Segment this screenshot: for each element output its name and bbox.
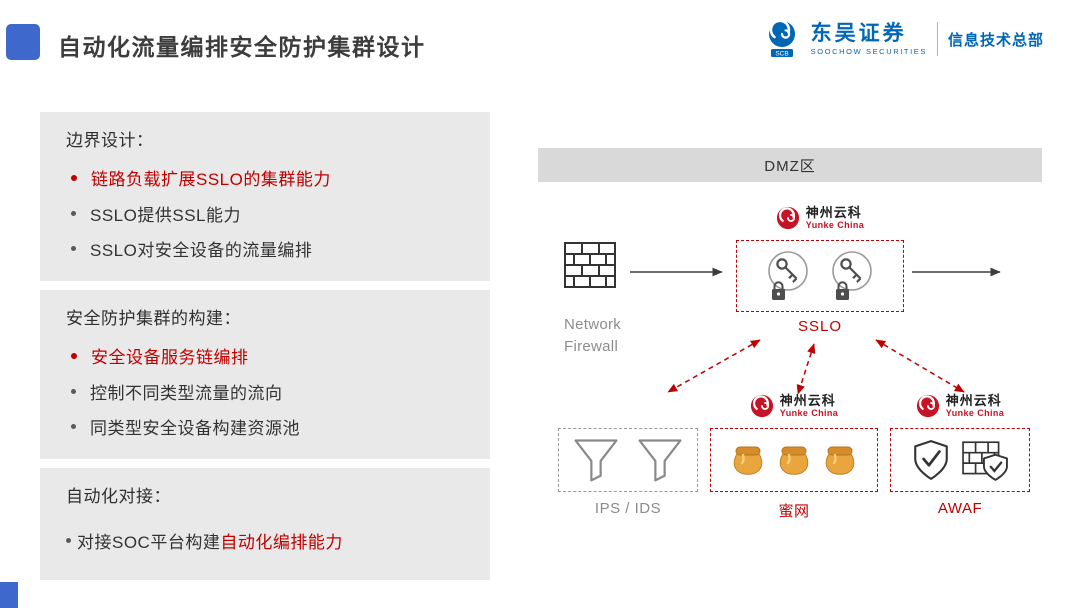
bullet-item: 链路负载扩展SSLO的集群能力	[66, 165, 464, 190]
honeypot-icon	[825, 446, 855, 475]
bullet-item: SSLO提供SSL能力	[66, 201, 464, 226]
panel-heading: 边界设计：	[66, 131, 154, 150]
vendor-name: 神州云科	[945, 392, 1002, 408]
bullet-text: 链路负载扩展SSLO的集群能力	[91, 170, 331, 190]
honeynet-label: 蜜网	[778, 503, 810, 520]
title-accent-block	[6, 24, 40, 60]
ips-ids-label: IPS / IDS	[594, 500, 662, 517]
vendor-name: 神州云科	[779, 392, 836, 408]
bullet-dot	[71, 423, 76, 429]
brand-subtitle: SOOCHOW SECURITIES	[810, 47, 927, 57]
bullet-item: 控制不同类型流量的流向	[66, 379, 464, 404]
bullet-text: 安全设备服务链编排	[91, 348, 249, 368]
soochow-logo-text: SCB	[775, 50, 788, 57]
vendor-text: 神州云科 Yunke China	[945, 392, 1005, 419]
vendor-text: 神州云科 Yunke China	[805, 204, 865, 231]
bullet-list: 对接SOC平台构建 自动化编排能力	[66, 507, 464, 570]
bullet-text-prefix: 对接SOC平台构建	[77, 533, 221, 552]
panel-boundary-design: 边界设计： 链路负载扩展SSLO的集群能力 SSLO提供SSL能力 SSLO对安…	[40, 112, 490, 281]
ips-ids-box	[558, 428, 698, 492]
bullet-dot	[71, 388, 76, 394]
funnel-icon	[638, 439, 682, 482]
bullet-item: 对接SOC平台构建 自动化编排能力	[66, 528, 464, 553]
bullet-text: 控制不同类型流量的流向	[90, 383, 283, 403]
bullet-dot	[71, 352, 77, 359]
sslo-cluster-box	[736, 240, 904, 312]
honeynet-box	[710, 428, 878, 492]
vendor-name: 神州云科	[805, 204, 862, 220]
soochow-logo-icon: SCB	[768, 20, 795, 57]
panel-automation: 自动化对接： 对接SOC平台构建 自动化编排能力	[40, 468, 490, 580]
sslo-label: SSLO	[797, 318, 843, 335]
left-panel-column: 边界设计： 链路负载扩展SSLO的集群能力 SSLO提供SSL能力 SSLO对安…	[40, 112, 490, 580]
bullet-text: SSLO对安全设备的流量编排	[90, 240, 313, 260]
yunke-china-logo: 神州云科 Yunke China	[710, 388, 878, 424]
panel-heading: 安全防护集群的构建：	[66, 309, 241, 328]
bullet-item: 安全设备服务链编排	[66, 343, 464, 368]
funnel-icon	[574, 439, 618, 482]
bullet-text: 同类型安全设备构建资源池	[90, 418, 300, 438]
arrow-sslo-honeynet	[796, 343, 816, 395]
bullet-item: 同类型安全设备构建资源池	[66, 414, 464, 439]
brand-name: 东吴证券	[810, 21, 907, 45]
bullet-text-highlight: 自动化编排能力	[220, 533, 343, 552]
bottom-corner-accent	[0, 582, 18, 608]
bullet-dot	[71, 245, 76, 251]
vendor-subtitle: Yunke China	[779, 408, 839, 419]
dmz-zone-label: DMZ区	[764, 157, 816, 175]
brand-text: 东吴证券 SOOCHOW SECURITIES	[811, 22, 927, 56]
bullet-text: SSLO提供SSL能力	[90, 205, 241, 225]
vendor-subtitle: Yunke China	[945, 408, 1005, 419]
bullet-list: 链路负载扩展SSLO的集群能力 SSLO提供SSL能力 SSLO对安全设备的流量…	[66, 151, 464, 271]
vendor-subtitle: Yunke China	[805, 220, 865, 231]
arrow-sslo-ips	[667, 339, 761, 393]
yunke-logo-icon	[916, 394, 939, 418]
awaf-label: AWAF	[937, 500, 983, 517]
ssl-key-icon	[832, 251, 872, 300]
page-title: 自动化流量编排安全防护集群设计	[58, 34, 426, 60]
bullet-dot	[71, 210, 76, 216]
brand-divider	[936, 22, 938, 56]
panel-heading: 自动化对接：	[66, 487, 171, 506]
arrow-sslo-awaf	[875, 339, 965, 393]
bullet-list: 安全设备服务链编排 控制不同类型流量的流向 同类型安全设备构建资源池	[66, 329, 464, 449]
dmz-zone-bar: DMZ区	[538, 148, 1042, 182]
brand-department: 信息技术总部	[947, 31, 1044, 49]
panel-cluster-build: 安全防护集群的构建： 安全设备服务链编排 控制不同类型流量的流向 同类型安全设备…	[40, 290, 490, 459]
firewall-label-line2: Firewall	[564, 337, 619, 355]
wall-shield-icon	[962, 441, 1008, 481]
bullet-dot	[71, 174, 77, 181]
firewall-label-line1: Network	[564, 316, 622, 333]
shield-check-icon	[914, 440, 948, 480]
bullet-item: SSLO对安全设备的流量编排	[66, 236, 464, 261]
yunke-logo-icon	[776, 206, 799, 230]
yunke-logo-icon	[750, 394, 773, 418]
firewall-label: Network Firewall	[564, 314, 621, 358]
awaf-box	[890, 428, 1030, 492]
architecture-diagram: DMZ区	[538, 148, 1042, 520]
bullet-dot	[66, 538, 71, 543]
vendor-text: 神州云科 Yunke China	[779, 392, 839, 419]
brand-area: SCB 东吴证券 SOOCHOW SECURITIES 信息技术总部	[763, 20, 1044, 58]
firewall-icon	[564, 242, 616, 293]
yunke-china-logo: 神州云科 Yunke China	[890, 388, 1030, 424]
honeypot-icon	[733, 446, 763, 475]
yunke-china-logo: 神州云科 Yunke China	[736, 200, 904, 236]
ssl-key-icon	[768, 251, 808, 300]
honeypot-icon	[779, 446, 809, 475]
